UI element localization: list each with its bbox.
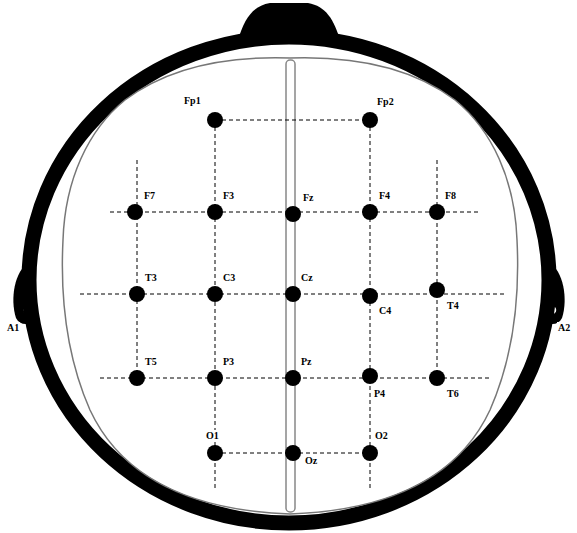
electrode-label: Fz: [302, 192, 315, 203]
electrode-label: T5: [144, 356, 158, 367]
midline: [286, 60, 295, 512]
electrode-label: P4: [373, 388, 386, 399]
ear-label: A1: [6, 322, 20, 333]
electrode-label: C4: [378, 305, 392, 316]
electrode-label: Fp1: [183, 95, 202, 106]
ear-label: A2: [557, 322, 571, 333]
electrode-label: T4: [446, 300, 460, 311]
electrode-label: F7: [143, 190, 156, 201]
electrode-label: Fp2: [376, 96, 395, 107]
electrode-label: P3: [222, 356, 235, 367]
electrode-label: T3: [144, 272, 158, 283]
electrode-label: F3: [222, 190, 235, 201]
electrode-label: T6: [446, 388, 460, 399]
electrode-label: Pz: [300, 356, 313, 367]
grid-lines: [80, 120, 505, 490]
brain-outline: [62, 58, 517, 514]
electrode-label: Cz: [300, 272, 314, 283]
electrode-label: O1: [205, 430, 220, 441]
electrode-label: F8: [444, 190, 457, 201]
electrode-label: F4: [378, 190, 391, 201]
electrode-label: O2: [374, 430, 389, 441]
electrode-label: C3: [222, 272, 236, 283]
head-outline: [29, 37, 549, 523]
electrode-dots: [127, 112, 445, 461]
electrode-label: Oz: [304, 455, 318, 466]
